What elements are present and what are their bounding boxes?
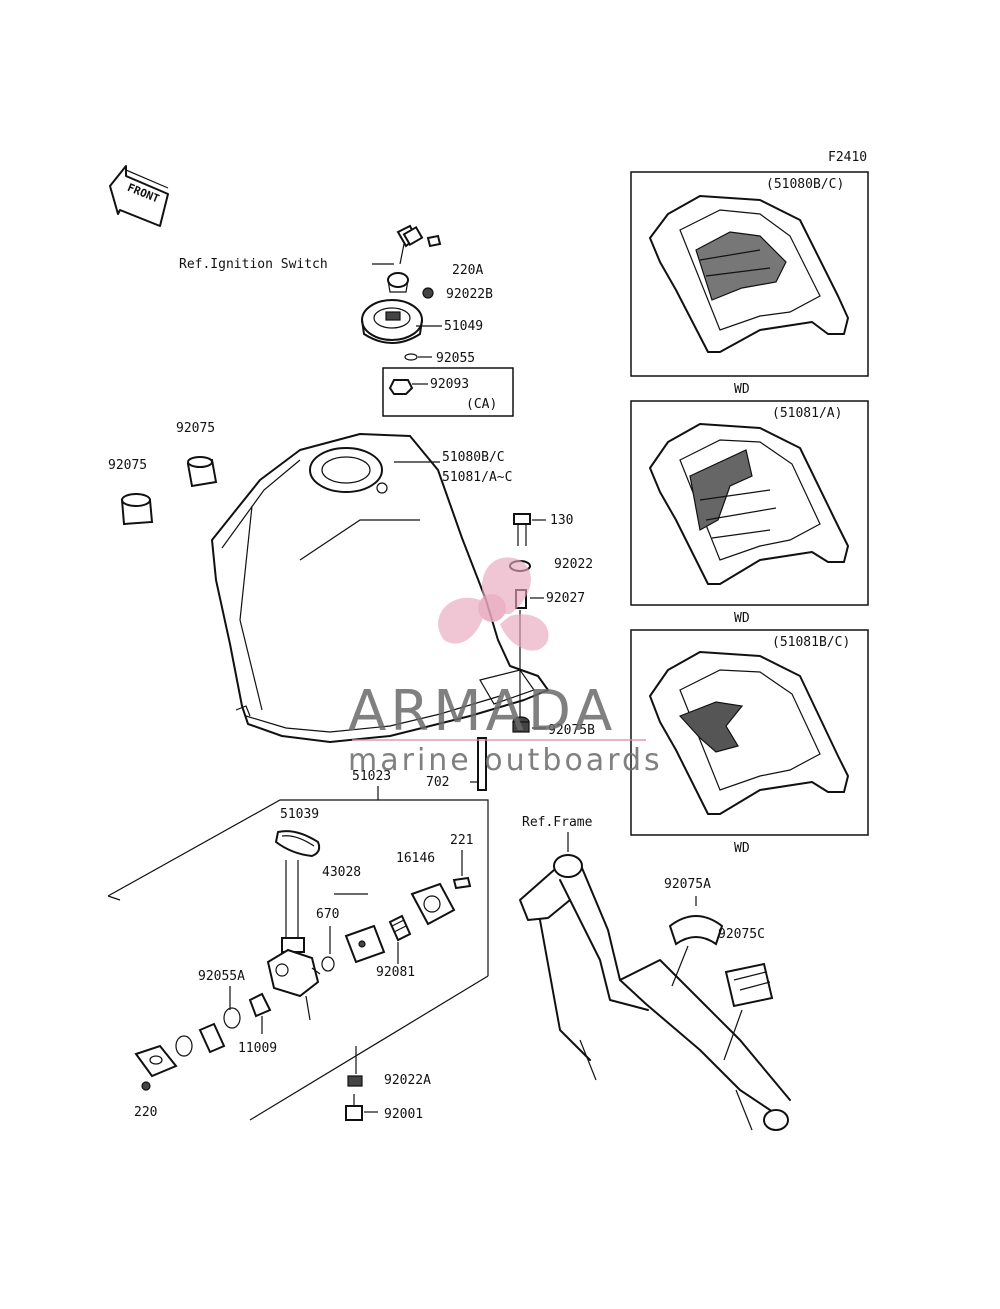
label-220A: 220A	[452, 263, 483, 278]
grommet-92075B	[512, 716, 530, 733]
label-92075-b: 92075	[108, 458, 147, 473]
label-92022: 92022	[554, 557, 593, 572]
rubber-92075C	[724, 962, 774, 1008]
inset-51080B-C: (51080B/C)	[630, 171, 869, 377]
label-92022B: 92022B	[446, 287, 493, 302]
label-221: 221	[450, 833, 473, 848]
gasket-51039	[275, 830, 321, 857]
label-11009: 11009	[238, 1041, 277, 1056]
rubber-92075-b	[120, 493, 154, 526]
inset-caption: WD	[734, 382, 750, 397]
rubber-92075-a	[186, 456, 218, 488]
inset-51081-A: (51081/A)	[630, 400, 869, 606]
label-92055A: 92055A	[198, 969, 245, 984]
label-92027: 92027	[546, 591, 585, 606]
front-label: FRONT	[126, 181, 162, 206]
watermark: ARMADA marine outboards	[348, 557, 663, 778]
label-92022A: 92022A	[384, 1073, 431, 1088]
watermark-tagline: marine outboards	[348, 743, 663, 778]
frame-part	[519, 854, 791, 1131]
label-51039: 51039	[280, 807, 319, 822]
elbow-fitting	[198, 1022, 226, 1054]
inset-caption: WD	[734, 611, 750, 626]
label-ca: (CA)	[466, 397, 497, 412]
inset-caption: WD	[734, 841, 750, 856]
spring-92081	[388, 914, 412, 942]
bolt-220A	[426, 234, 442, 248]
label-220: 220	[134, 1105, 157, 1120]
label-92075C: 92075C	[718, 927, 765, 942]
bolt-92001	[345, 1094, 363, 1121]
inset-code: (51081/A)	[772, 406, 842, 421]
plate-220	[134, 1044, 178, 1078]
fuel-cap-51049	[361, 299, 423, 344]
bolt-130	[513, 513, 531, 546]
cap-lock-part	[387, 272, 409, 293]
inset-code: (51081B/C)	[772, 635, 850, 650]
label-ref-frame: Ref.Frame	[522, 815, 593, 830]
label-92081: 92081	[376, 965, 415, 980]
lever-11009	[248, 992, 272, 1018]
front-arrow-icon: FRONT	[109, 165, 169, 227]
rubber-92075A	[668, 915, 724, 946]
fuel-tank	[211, 433, 549, 743]
label-ref-ignition: Ref.Ignition Switch	[179, 257, 328, 272]
label-43028: 43028	[322, 865, 361, 880]
diaphragm-43028	[344, 924, 386, 964]
petcock-body	[266, 860, 321, 1021]
label-16146: 16146	[396, 851, 435, 866]
label-92075A: 92075A	[664, 877, 711, 892]
label-702: 702	[426, 775, 449, 790]
cover-16146	[410, 882, 456, 926]
diagram-code: F2410	[828, 150, 867, 165]
label-92001: 92001	[384, 1107, 423, 1122]
label-670: 670	[316, 907, 339, 922]
label-92093: 92093	[430, 377, 469, 392]
label-130: 130	[550, 513, 573, 528]
label-51049: 51049	[444, 319, 483, 334]
ignition-key-icon	[396, 224, 424, 265]
watermark-brand: ARMADA	[348, 679, 616, 744]
label-51023: 51023	[352, 769, 391, 784]
label-92075-a: 92075	[176, 421, 215, 436]
propeller-logo-icon	[438, 557, 549, 651]
label-tank-b: 51081/A~C	[442, 470, 512, 485]
label-92055: 92055	[436, 351, 475, 366]
inset-code: (51080B/C)	[766, 177, 844, 192]
label-92075B: 92075B	[548, 723, 595, 738]
label-tank-a: 51080B/C	[442, 450, 505, 465]
washer-92022A	[347, 1075, 363, 1087]
inset-51081B-C: (51081B/C)	[630, 629, 869, 836]
